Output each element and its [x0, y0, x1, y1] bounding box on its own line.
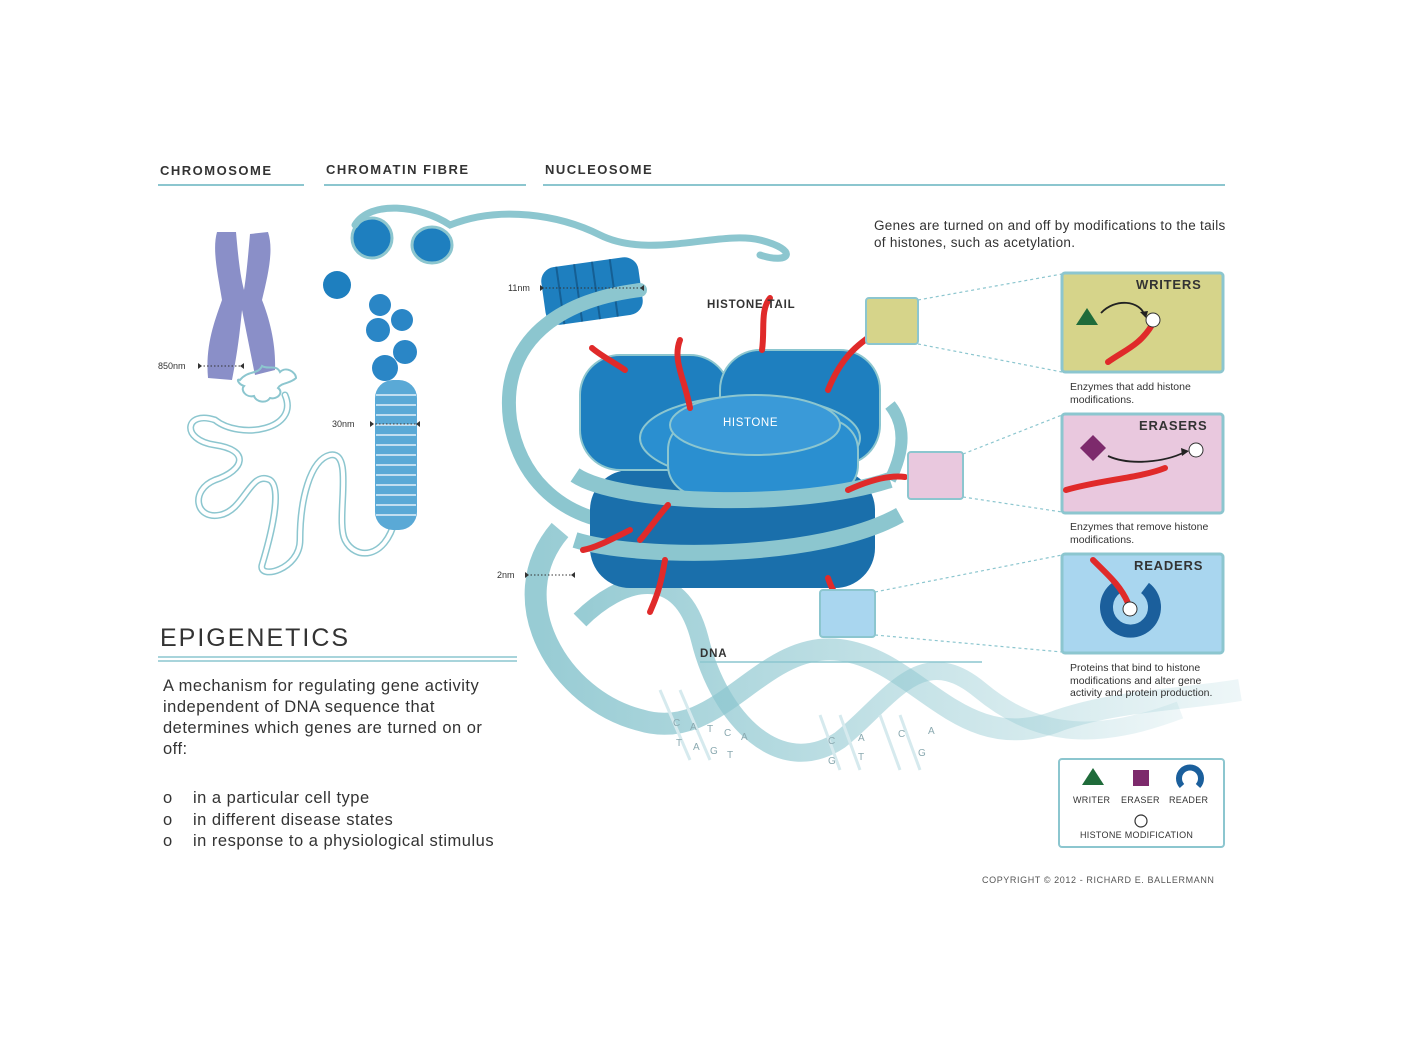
dna-base-letter: A [693, 742, 700, 753]
writer-legend-icon [1082, 768, 1104, 785]
writers-title: WRITERS [1136, 277, 1202, 292]
legend-box [1058, 758, 1225, 848]
section-label-nucleosome: NUCLEOSOME [545, 162, 654, 177]
measure-850nm: 850nm [158, 361, 186, 371]
erasers-caption: Enzymes that remove histone modification… [1070, 521, 1209, 546]
epigenetics-description: A mechanism for regulating gene activity… [163, 677, 483, 758]
epigenetics-title: EPIGENETICS [160, 624, 351, 652]
legend-eraser-label: ERASER [1121, 795, 1160, 805]
section-label-chromatin-fibre: CHROMATIN FIBRE [326, 162, 470, 177]
erasers-title: ERASERS [1139, 418, 1208, 433]
dna-base-letter: T [676, 738, 683, 749]
dna-base-letter: A [690, 722, 697, 733]
histone-tail-label: HISTONE TAIL [707, 299, 796, 311]
measure-2nm: 2nm [497, 570, 515, 580]
dna-base-letter: A [928, 726, 935, 737]
dna-base-letter: G [828, 756, 836, 767]
dna-base-letter: A [858, 733, 865, 744]
readers-caption: Proteins that bind to histone modificati… [1070, 662, 1213, 699]
dna-base-letter: A [741, 732, 748, 743]
eraser-callout-box [907, 451, 964, 500]
dna-base-letter: C [673, 718, 681, 729]
section-rule-chromatin-fibre [324, 184, 526, 186]
dna-base-letter: T [707, 724, 714, 735]
histone-modification-legend-icon [1134, 814, 1148, 828]
writer-callout-box [865, 297, 919, 345]
writers-card [1060, 271, 1225, 374]
section-rule-chromosome [158, 184, 304, 186]
dna-base-letter: C [828, 736, 836, 747]
legend-histone-modification-label: HISTONE MODIFICATION [1080, 830, 1194, 840]
dna-base-letter: G [918, 748, 926, 759]
bullet: o [163, 789, 173, 807]
measure-30nm: 30nm [332, 419, 355, 429]
intro-text: Genes are turned on and off by modificat… [874, 218, 1226, 250]
writers-caption: Enzymes that add histone modifications. [1070, 381, 1191, 406]
section-label-chromosome: CHROMOSOME [160, 163, 273, 178]
readers-card [1060, 552, 1225, 655]
dna-label: DNA [700, 648, 728, 660]
copyright-notice: COPYRIGHT © 2012 - RICHARD E. BALLERMANN [982, 875, 1215, 885]
dna-base-letter: C [724, 728, 732, 739]
bullet: o [163, 810, 173, 829]
measure-11nm: 11nm [508, 283, 530, 293]
chromosome-shape [207, 232, 276, 380]
reader-legend-icon [1176, 764, 1204, 789]
bullet: o [163, 832, 173, 850]
section-rule-nucleosome [543, 184, 1225, 186]
histone-label: HISTONE [723, 417, 779, 429]
dna-base-letter: C [898, 729, 906, 740]
legend-reader-label: READER [1169, 795, 1209, 805]
eraser-legend-icon [1133, 770, 1149, 786]
reader-callout-box [819, 589, 876, 638]
legend-writer-label: WRITER [1073, 795, 1111, 805]
dna-base-letter: T [727, 750, 734, 761]
erasers-card [1060, 412, 1225, 515]
dna-base-letter: G [710, 746, 718, 757]
readers-title: READERS [1134, 558, 1204, 573]
chromatin-fibre [323, 216, 454, 530]
dna-base-letter: T [858, 752, 865, 763]
